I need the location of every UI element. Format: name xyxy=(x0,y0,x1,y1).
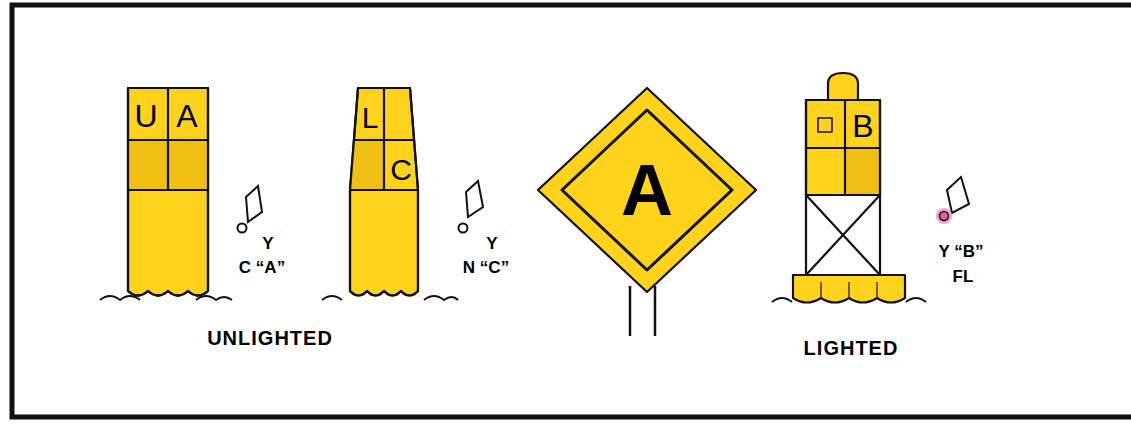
chart-notation: N “C” xyxy=(463,258,509,278)
buoy-letter: A xyxy=(176,100,197,132)
outline-part xyxy=(806,195,880,275)
sign-post xyxy=(654,286,657,336)
outline-part xyxy=(806,195,880,275)
buoy-letter: L xyxy=(362,103,379,133)
chart-symbol-dot xyxy=(940,212,949,221)
outline-part xyxy=(350,88,418,190)
group-caption: UNLIGHTED xyxy=(207,327,333,350)
outline-part xyxy=(806,100,880,195)
buoy-letter: C xyxy=(390,155,412,185)
light-flare xyxy=(936,208,952,224)
chart-symbol xyxy=(246,186,262,222)
outline-part xyxy=(818,118,832,132)
chart-notation: C “A” xyxy=(239,258,285,278)
buoy-outline xyxy=(346,86,422,304)
water-line xyxy=(100,296,232,300)
chart-symbol xyxy=(466,181,483,217)
water-line xyxy=(322,296,458,300)
lighted-buoy: B xyxy=(790,70,908,310)
daymark-diamond: A xyxy=(536,86,758,294)
chart-notation: Y “B” xyxy=(938,242,983,262)
buoy-letter: A xyxy=(621,154,673,226)
outline-part xyxy=(128,88,208,296)
outline-part xyxy=(128,88,208,190)
group-caption: LIGHTED xyxy=(804,337,899,360)
frame xyxy=(12,5,1131,417)
can-buoy: UA xyxy=(126,86,212,304)
nun-buoy: LC xyxy=(346,86,422,304)
buoy-letter: B xyxy=(852,110,873,142)
chart-notation: Y xyxy=(262,234,273,254)
outline-part xyxy=(350,88,418,296)
sign-post xyxy=(629,286,632,336)
outline-part xyxy=(562,110,732,270)
outline-part xyxy=(128,88,208,296)
outline-part xyxy=(845,148,880,195)
chart-notation: FL xyxy=(953,267,974,287)
outline-part xyxy=(538,88,756,292)
outline-part xyxy=(828,73,858,102)
outline-part xyxy=(350,140,384,190)
outline-part xyxy=(821,282,877,299)
buoy-letter: U xyxy=(134,100,157,132)
buoy-outline xyxy=(790,70,908,310)
chart-notation: Y xyxy=(486,234,497,254)
outline-part xyxy=(793,275,905,303)
chart-symbol-dot xyxy=(459,224,468,233)
chart-symbol xyxy=(947,177,969,213)
chart-symbol-dot xyxy=(238,224,247,233)
outline-part xyxy=(350,88,418,296)
outline-part xyxy=(806,100,880,195)
